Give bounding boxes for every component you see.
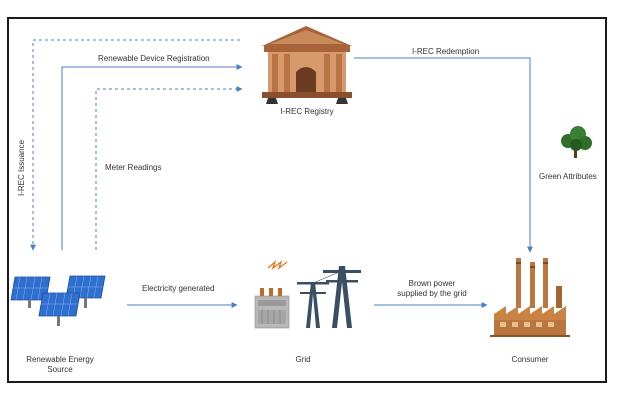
- green-attributes-label: Green Attributes: [539, 172, 597, 181]
- brown-power-line1: Brown power: [408, 279, 456, 288]
- source-label: Renewable Energy Source: [12, 355, 108, 375]
- issuance-label: I-REC Issuance: [17, 139, 26, 196]
- registry-building-icon: [262, 26, 352, 104]
- registry-label: I-REC Registry: [280, 107, 334, 116]
- solar-panels-icon: [10, 275, 106, 326]
- meter-readings-arrow: [95, 86, 243, 250]
- source-label-line1: Renewable Energy: [26, 355, 94, 364]
- source-label-line2: Source: [47, 365, 73, 374]
- meter-readings-label: Meter Readings: [105, 163, 162, 172]
- factory-icon: [490, 258, 570, 337]
- consumer-label: Consumer: [511, 355, 549, 364]
- issuance-arrow: [30, 39, 240, 251]
- redemption-arrow: [354, 57, 533, 253]
- device-registration-arrow: [61, 64, 243, 250]
- substation-pylons-icon: [254, 259, 361, 329]
- brown-power-line2: supplied by the grid: [397, 289, 467, 298]
- electricity-generated-label: Electricity generated: [142, 284, 215, 293]
- device-registration-label: Renewable Device Registration: [98, 54, 210, 63]
- tree-icon: [561, 126, 592, 158]
- brown-power-label: Brown power supplied by the grid: [384, 279, 480, 299]
- redemption-label: I-REC Redemption: [412, 47, 480, 56]
- grid-label: Grid: [295, 355, 311, 364]
